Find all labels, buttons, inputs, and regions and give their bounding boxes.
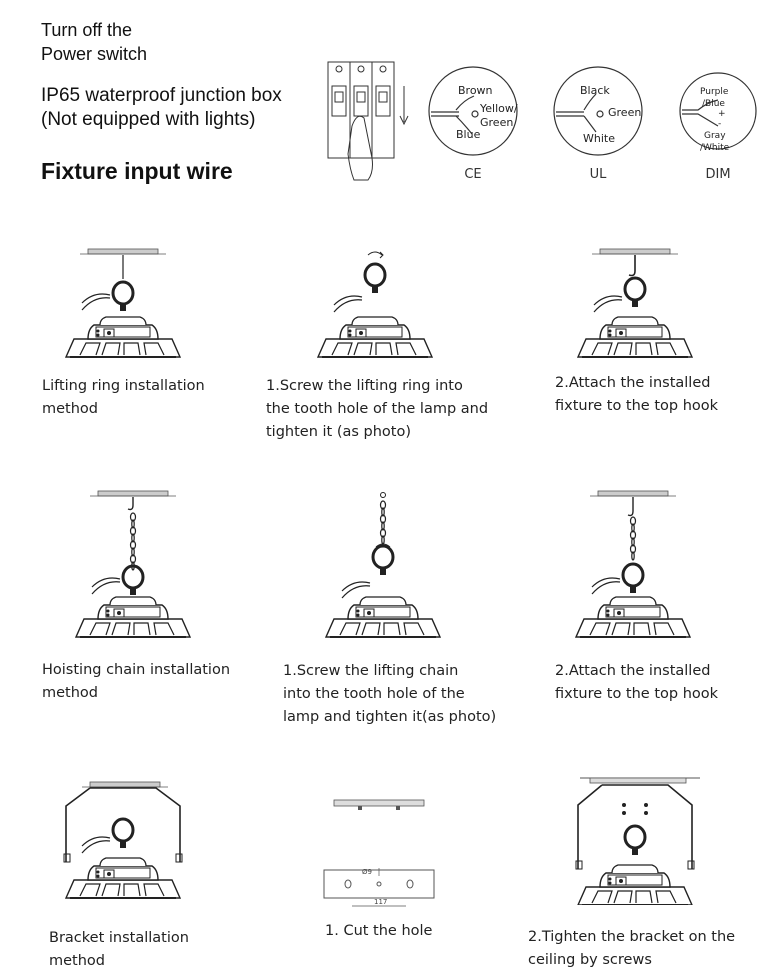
junction-box-line-1: IP65 waterproof junction box [41, 85, 282, 106]
turn-off-instruction: Turn off the Power switch [41, 18, 147, 66]
hoisting-chain-image [75, 490, 191, 638]
dim-blue-label: /Blue [702, 99, 725, 109]
dim-purple-label: Purple [700, 87, 729, 97]
junction-box-line-2: (Not equipped with lights) [41, 109, 256, 130]
screw-lifting-ring-image [317, 251, 433, 358]
attach-fixture-hook-image [577, 248, 693, 358]
ul-wire-circle [553, 66, 643, 156]
bracket-image [63, 781, 183, 899]
hole-diameter-label: Ø9 [362, 868, 372, 876]
ul-white-label: White [583, 132, 615, 145]
breaker-switch-illustration [327, 61, 409, 181]
wire-diagrams: Brown Yellow/ Green Blue Black Green Whi… [428, 66, 757, 156]
lifting-ring-image [65, 248, 181, 358]
dim-plus-label: + [718, 109, 726, 119]
cut-hole-image: Ø9 117 [323, 799, 435, 907]
screw-lifting-chain-image [325, 492, 441, 638]
ce-yellow-label: Yellow/ [479, 102, 518, 115]
ce-blue-label: Blue [456, 128, 481, 141]
fixture-input-wire-title: Fixture input wire [41, 158, 233, 184]
caption-cut-hole: 1. Cut the hole [325, 923, 433, 939]
attach-chain-hook-image [575, 490, 691, 638]
dim-minus-label: - [718, 119, 721, 129]
dim-label: DIM [705, 167, 731, 182]
ce-brown-label: Brown [458, 84, 493, 97]
turn-off-line-2: Power switch [41, 44, 148, 64]
turn-off-line-1: Turn off the [41, 20, 133, 40]
dim-gray-label: Gray [704, 131, 726, 141]
ul-label: UL [589, 167, 607, 182]
ce-wire-circle [428, 66, 518, 156]
hole-width-label: 117 [374, 898, 387, 906]
ul-black-label: Black [580, 84, 610, 97]
junction-box-note: IP65 waterproof junction box (Not equipp… [41, 84, 282, 132]
bracket-ceiling-image [575, 777, 700, 905]
ul-green-label: Green [608, 106, 641, 119]
ce-green-label: Green [480, 116, 513, 129]
ce-label: CE [464, 167, 482, 182]
dim-white-label: /White [700, 143, 730, 153]
dim-wire-circle [679, 72, 757, 150]
